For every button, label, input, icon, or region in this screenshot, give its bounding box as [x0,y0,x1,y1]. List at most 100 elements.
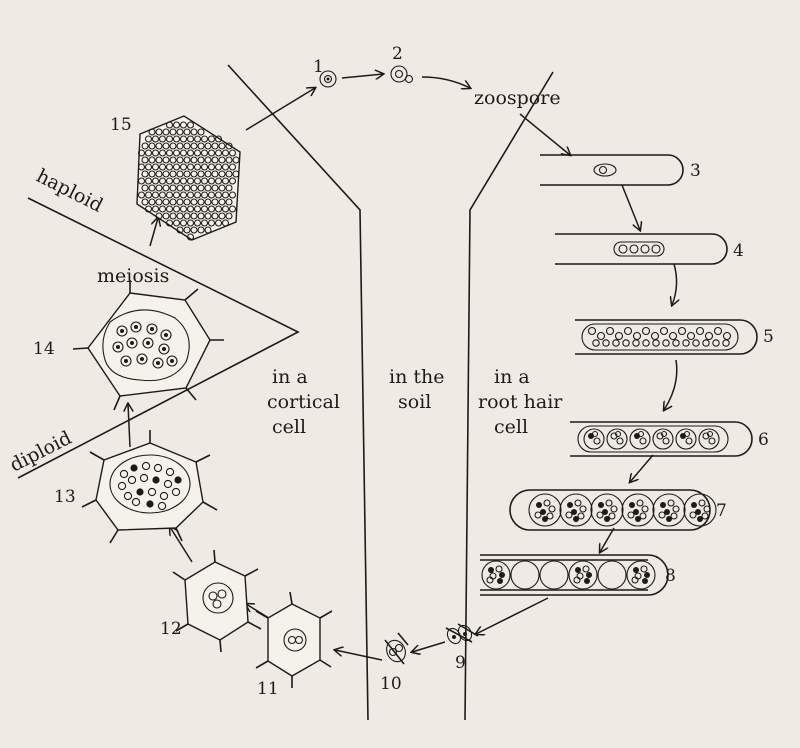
resting-spore [151,205,160,213]
resting-spore [204,170,212,178]
stage-15-spore-mass [137,121,240,241]
resting-spore [207,219,216,227]
nucleus [698,499,706,507]
label-stage-15: 15 [110,115,132,135]
arrow-zoospore-to-3 [519,113,570,155]
resting-spore [148,128,156,136]
resting-spore [190,198,198,206]
nucleus [664,509,670,515]
resting-spore [155,212,163,220]
resting-spore [200,205,209,213]
nucleus [596,511,604,519]
arrow-10-to-11 [335,650,383,661]
resting-spore [165,135,174,143]
resting-spore [176,198,184,206]
nucleus [616,437,624,445]
spore [116,325,128,337]
sporangium [652,493,686,527]
resting-spore [197,128,205,136]
stage-7-root-hair [509,489,717,531]
resting-spore [141,170,149,178]
nucleus [598,502,604,508]
resting-spore [190,128,198,136]
resting-spore [144,191,153,199]
resting-spore [211,212,219,220]
label-stage-13: 13 [54,487,76,507]
resting-spore [200,191,209,199]
resting-spore [176,128,184,136]
label-stage-8: 8 [665,566,676,586]
nucleus [644,572,650,578]
label-haploid: haploid [33,165,107,217]
nucleus [117,481,127,491]
resting-spore [225,184,233,192]
resting-spore [162,128,170,136]
nucleus [565,511,573,519]
spore-core [140,357,144,361]
arrow-3-to-4 [621,184,640,230]
resting-spore [183,170,191,178]
nucleus [534,511,542,519]
resting-spore [214,219,223,227]
arrow-13-to-14 [128,404,130,448]
sporangium [652,428,674,450]
stage-9-secondary-zoospores [445,623,479,645]
nucleus [591,430,599,438]
resting-spore [165,191,174,199]
resting-spore [225,198,233,206]
nucleus [141,461,151,471]
resting-spore [165,219,174,227]
label-stage-9: 9 [455,653,466,673]
nucleus [633,567,639,573]
resting-spore [148,198,156,206]
resting-spore [193,163,202,171]
nucleus [604,516,610,522]
nucleus [629,502,635,508]
nucleus [488,567,494,573]
resting-spore [155,170,163,178]
resting-spore [186,163,195,171]
nucleus [567,502,573,508]
nucleus [486,576,494,584]
resting-spore [183,184,191,192]
resting-spore [158,163,167,171]
label-stage-4: 4 [733,241,744,261]
label-cortical-line1: in a [272,366,308,388]
arrow-1-to-2 [341,74,383,78]
resting-spore [221,149,230,157]
resting-spore [228,191,237,199]
stage-13-nuclei [117,461,182,511]
resting-spore [228,163,237,171]
nucleus [627,511,635,519]
label-stage-11: 11 [257,679,279,699]
label-stage-2: 2 [392,44,403,64]
resting-spore [169,128,177,136]
nucleus [682,339,690,347]
arrow-7-to-8 [600,527,615,552]
nucleus [610,505,618,513]
nucleus [152,476,160,484]
resting-spore [204,184,212,192]
resting-spore [162,142,170,150]
spore [142,337,154,349]
resting-spore [179,177,188,185]
nucleus [662,339,670,347]
spore-core [120,329,124,333]
resting-spore [144,177,153,185]
resting-spore [162,170,170,178]
nucleus [667,499,675,507]
nucleus [704,331,714,341]
nucleus [722,339,730,347]
nucleus [703,505,711,513]
resting-spore [214,135,223,143]
nucleus [642,339,650,347]
spore-core [116,345,120,349]
arrow-8-to-9 [476,597,549,634]
resting-spore [183,212,191,220]
nucleus [652,339,660,347]
resting-spore [207,205,216,213]
resting-spore [218,142,226,150]
resting-spore [162,156,170,164]
resting-spore [207,135,216,143]
nucleus [587,326,597,336]
